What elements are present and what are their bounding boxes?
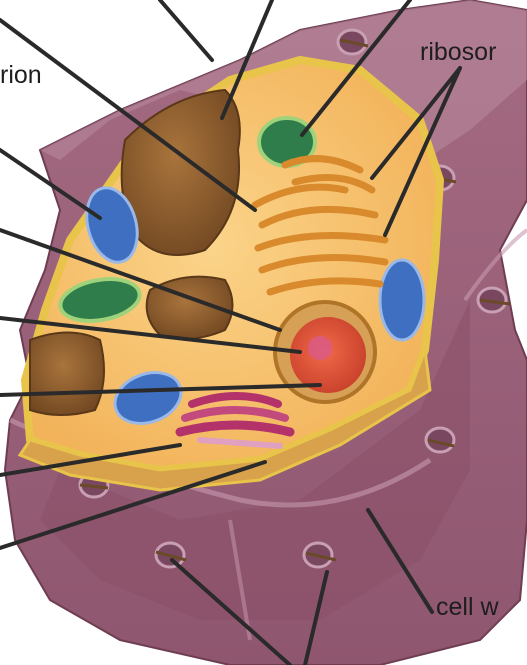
label-mitochondrion: rion: [0, 63, 42, 88]
leader-line: [160, 0, 212, 60]
label-cell-wall: cell w: [436, 595, 499, 620]
label-ribosomes: ribosor: [420, 40, 496, 65]
nucleolus: [308, 336, 332, 360]
